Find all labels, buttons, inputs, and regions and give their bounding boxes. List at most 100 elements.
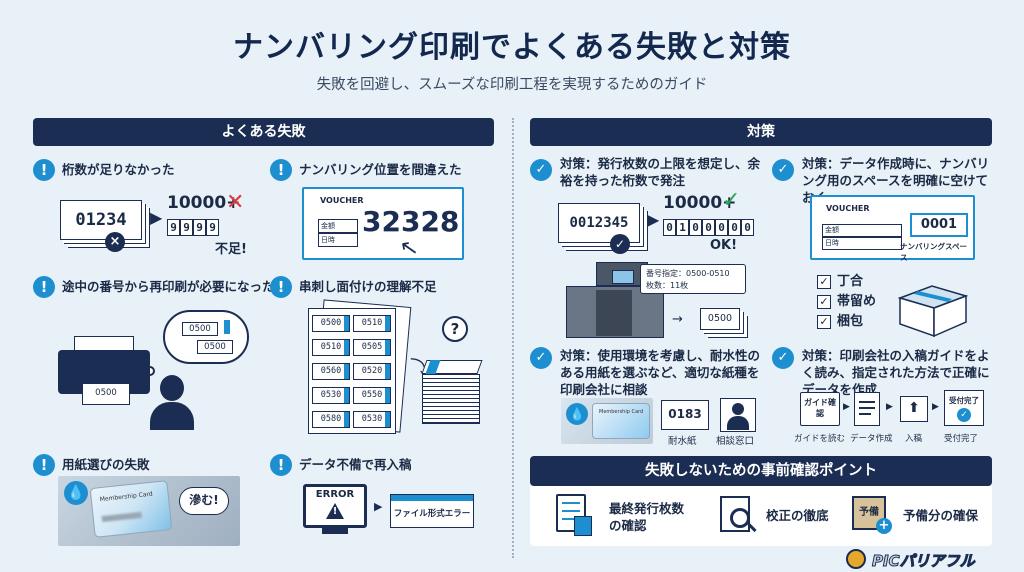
- person-body-icon: [150, 402, 194, 430]
- exclamation-icon: !: [270, 276, 292, 298]
- voucher-label: VOUCHER: [826, 204, 870, 213]
- checklist-item: ✓丁合: [817, 272, 876, 292]
- check-circle-icon: ✓: [530, 347, 552, 369]
- printer-paper-out: 0500: [82, 383, 130, 405]
- fail1-note: 不足!: [215, 242, 247, 257]
- exclamation-icon: !: [33, 454, 55, 476]
- row-label: 金額: [822, 224, 902, 237]
- section-divider: [512, 118, 514, 558]
- upload-icon: ⬆: [900, 396, 928, 422]
- monitor-stand: [322, 528, 348, 534]
- arrow-right-icon: ▶: [647, 210, 660, 229]
- digit: 0: [663, 219, 676, 236]
- exclamation-icon: !: [33, 276, 55, 298]
- sol1-note: OK!: [710, 238, 738, 253]
- received-icon: 受付完了 ✓: [944, 390, 984, 426]
- bubble-ticket: 0500: [182, 322, 218, 336]
- card-label: Membership Card: [99, 490, 153, 504]
- checkmark-icon: ✓: [722, 188, 741, 213]
- digit: 9: [167, 219, 180, 236]
- arrow-right-icon: ▶: [932, 402, 939, 412]
- check-circle-icon: ✓: [530, 159, 552, 181]
- page-subtitle: 失敗を回避し、スムーズな印刷工程を実現するためのガイド: [316, 77, 708, 93]
- exclamation-icon: !: [33, 159, 55, 181]
- checklist-label: 帯留め: [837, 294, 877, 309]
- left-section-header: よくある失敗: [33, 118, 494, 146]
- document-icon: [854, 392, 880, 426]
- digit: 0: [689, 219, 702, 236]
- sheet-cell: 0500: [312, 315, 350, 332]
- page-title: ナンバリング印刷でよくある失敗と対策: [233, 30, 791, 65]
- waterproof-sample: 0183: [661, 400, 709, 430]
- fail1-card-number: 01234: [75, 210, 127, 230]
- arrow-right-icon: ▶: [886, 402, 893, 412]
- plus-icon: +: [876, 518, 892, 534]
- fail2-voucher: VOUCHER 金額 日時 32328: [302, 187, 464, 260]
- row-label: 日時: [822, 237, 902, 250]
- ticket-accent: [224, 320, 230, 334]
- checkbox-icon: ✓: [817, 294, 831, 309]
- point-proofing: 校正の徹底: [766, 508, 829, 523]
- checklist-label: 丁合: [837, 274, 864, 289]
- card-label: Membership Card: [599, 409, 644, 415]
- sol2-voucher: VOUCHER 金額 日時 0001 ナンバリングスペース: [810, 195, 975, 262]
- brand-logo: PICパリアフル: [872, 552, 976, 571]
- fail2-title: ナンバリング位置を間違えた: [299, 162, 462, 177]
- arrow-right-icon: ▶: [150, 208, 163, 227]
- membership-card: Membership Card: [89, 480, 173, 538]
- check-circle-icon: ✓: [772, 347, 794, 369]
- fail1-big: 10000+: [167, 193, 241, 213]
- exclamation-icon: !: [270, 454, 292, 476]
- sol1-card-number: 0012345: [569, 215, 629, 231]
- arrow-right-icon: →: [672, 312, 683, 327]
- imposition-sheet: 0500 0510 0510 0505 0560 0520 0530 0550 …: [308, 308, 396, 434]
- right-section-header: 対策: [530, 118, 992, 146]
- exclamation-icon: !: [270, 159, 292, 181]
- fail5-title: 用紙選びの失敗: [62, 457, 150, 472]
- finishing-checklist: ✓丁合 ✓ 帯留め ✓ 梱包: [817, 272, 876, 332]
- row-label: 金額: [318, 219, 358, 233]
- copier-screen: [612, 270, 634, 284]
- error-dialog: ファイル形式エラー: [390, 494, 474, 528]
- box-icon: [896, 282, 969, 338]
- sheet-cell: 0505: [353, 339, 391, 356]
- waterproof-label: 耐水紙: [668, 436, 697, 447]
- checklist-item: ✓ 梱包: [817, 312, 876, 332]
- sol2-title: 対策：データ作成時に、ナンバリング用のスペースを明確に空けておく: [802, 156, 990, 205]
- digit: 9: [193, 219, 206, 236]
- sheet-cell: 0510: [353, 315, 391, 332]
- arrow-right-icon: ▶: [843, 402, 850, 412]
- check-small-icon: ✓: [610, 234, 630, 254]
- check-circle-icon: ✓: [772, 159, 794, 181]
- received-text: 受付完了: [949, 396, 979, 405]
- thought-bubble: [163, 310, 249, 364]
- paper-stack-icon: [421, 356, 484, 428]
- step-label: データ作成: [850, 434, 893, 444]
- point-spare: 予備分の確保: [903, 508, 979, 523]
- sol4-title: 対策：印刷会社の入稿ガイドをよく読み、指定された方法で正確にデータを作成: [802, 348, 990, 397]
- monitor-icon: ERROR !: [303, 484, 367, 528]
- copier-body: [596, 290, 632, 336]
- water-drop-icon: 💧: [64, 481, 88, 505]
- fail1-card: 01234: [60, 200, 142, 240]
- checkbox-icon: ✓: [817, 314, 831, 329]
- checklist-label: 梱包: [837, 314, 864, 329]
- sol1-output: 0500: [700, 308, 740, 330]
- sol1-big: 10000+: [663, 193, 737, 213]
- arrow-right-icon: ▶: [374, 500, 383, 513]
- digit: 9: [206, 219, 219, 236]
- numbering-space: 0001: [910, 213, 968, 237]
- sheet-cell: 0580: [312, 411, 350, 428]
- bubble-ticket: 0500: [197, 340, 233, 354]
- logo-mark-icon: [846, 549, 866, 569]
- fail3-title: 途中の番号から再印刷が必要になった: [62, 279, 275, 294]
- person-head-icon: [160, 375, 184, 401]
- digit: 0: [702, 219, 715, 236]
- points-panel: [530, 486, 992, 546]
- sheet-cell: 0530: [312, 387, 350, 404]
- water-drop-icon: 💧: [566, 403, 588, 425]
- magnifier-icon: [730, 508, 750, 528]
- warning-icon: !: [332, 506, 338, 517]
